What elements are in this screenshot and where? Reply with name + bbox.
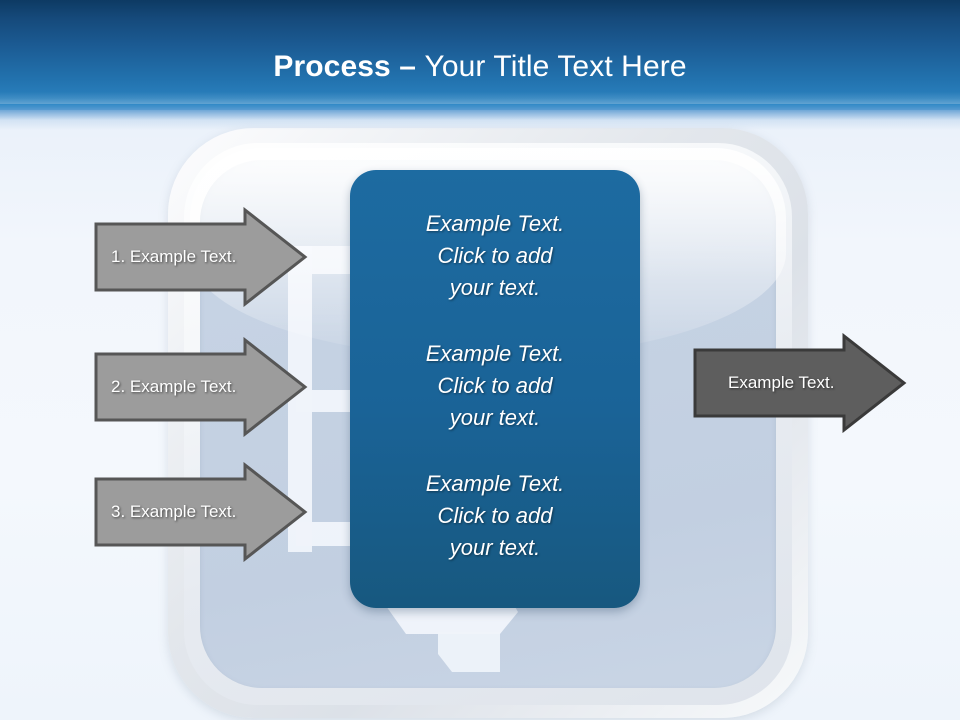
center-block-spacer-2 [372,434,618,468]
input-arrow-2-label: 2. Example Text. [111,377,237,396]
title-band-fade [0,104,960,130]
arrow-right-icon [94,462,308,562]
page-title-dash: – [390,50,425,83]
center-block-spacer-1 [372,304,618,338]
input-arrow-1-label: 1. Example Text. [111,247,237,266]
title-band-highlight [0,92,960,106]
center-text-block-3[interactable]: Example Text. Click to add your text. [425,471,565,560]
input-arrow-3-label: 3. Example Text. [111,502,237,521]
center-text-block-2[interactable]: Example Text. Click to add your text. [425,341,565,430]
page-title: Process – Your Title Text Here [0,50,960,84]
arrow-right-icon [94,337,308,437]
center-content-panel[interactable]: Example Text. Click to add your text. Ex… [350,170,640,608]
center-text-block-1[interactable]: Example Text. Click to add your text. [425,211,565,300]
arrow-right-icon [693,333,907,433]
output-arrow-label: Example Text. [728,373,835,392]
input-arrow-2[interactable]: 2. Example Text. [93,337,308,437]
input-arrow-3[interactable]: 3. Example Text. [93,462,308,562]
input-arrow-1[interactable]: 1. Example Text. [93,207,308,307]
output-arrow[interactable]: Example Text. [692,333,907,433]
page-title-rest: Your Title Text Here [424,50,687,83]
arrow-right-icon [94,207,308,307]
page-title-strong: Process [273,50,391,83]
title-band [0,0,960,110]
